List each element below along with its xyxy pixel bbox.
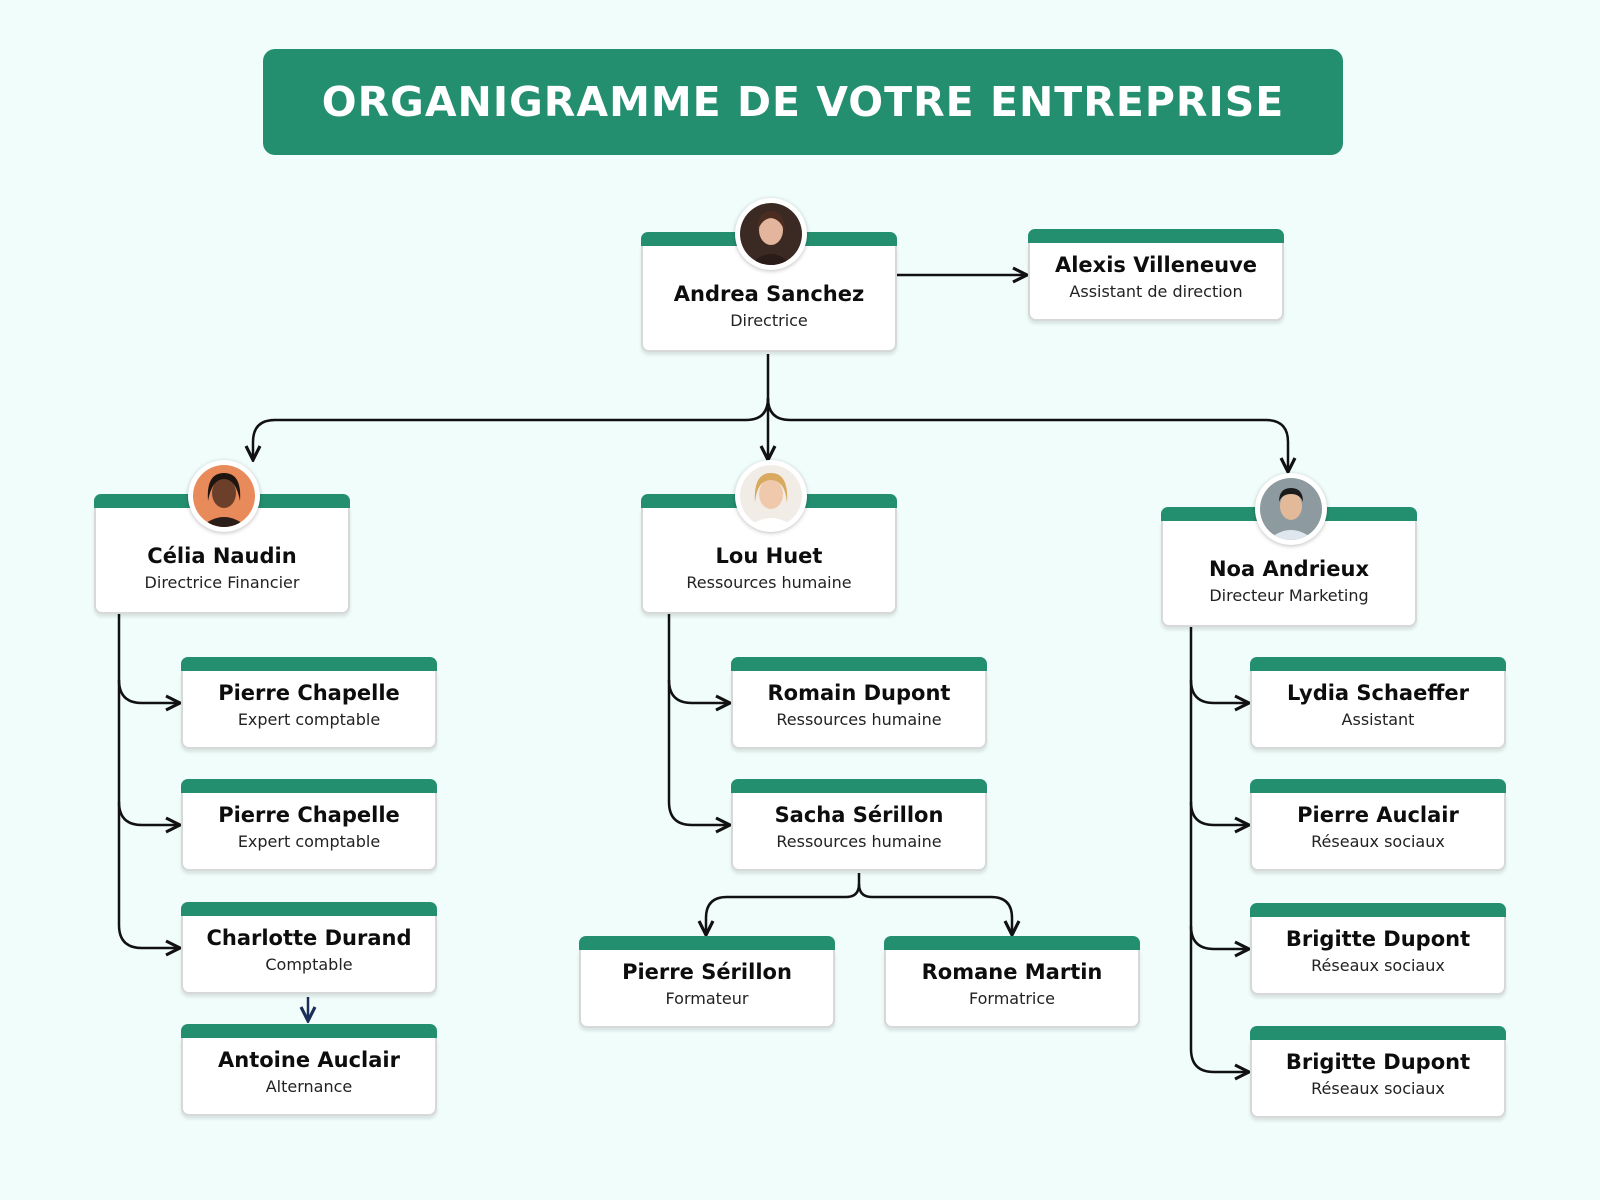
connector-finance-1 (117, 679, 180, 703)
card-marketing-head: Noa Andrieux Directeur Marketing (1161, 473, 1417, 627)
card-hr-member: Sacha Sérillon Ressources humaine (731, 779, 987, 871)
page-title: ORGANIGRAMME DE VOTRE ENTREPRISE (321, 78, 1285, 126)
card-hr-member: Romain Dupont Ressources humaine (731, 657, 987, 749)
connector-hr-1 (667, 679, 730, 703)
member-role: Réseaux sociaux (1311, 1079, 1445, 1098)
member-name: Brigitte Dupont (1285, 927, 1471, 951)
member-role: Réseaux sociaux (1311, 956, 1445, 975)
member-name: Lydia Schaeffer (1287, 681, 1469, 705)
member-name: Pierre Chapelle (218, 803, 400, 827)
card-finance-head: Célia Naudin Directrice Financier (94, 460, 350, 614)
member-role: Ressources humaine (776, 710, 942, 729)
marketing-head-name: Noa Andrieux (1208, 557, 1369, 581)
card-assistant: Alexis Villeneuve Assistant de direction (1028, 229, 1284, 321)
member-role: Formateur (665, 989, 749, 1008)
member-name: Romane Martin (921, 960, 1103, 984)
assistant-role: Assistant de direction (1069, 282, 1243, 301)
card-ceo: Andrea Sanchez Directrice (641, 198, 897, 352)
member-role: Formatrice (968, 989, 1056, 1008)
member-role: Expert comptable (237, 710, 381, 729)
marketing-head-role: Directeur Marketing (1209, 586, 1369, 605)
member-role: Comptable (265, 955, 353, 974)
man-portrait-avatar (1255, 473, 1327, 545)
member-role: Expert comptable (237, 832, 381, 851)
card-hr-sub: Romane Martin Formatrice (884, 936, 1140, 1028)
connector-finance-2 (117, 801, 180, 825)
ceo-name: Andrea Sanchez (673, 282, 865, 306)
finance-head-role: Directrice Financier (144, 573, 300, 592)
connector-ceo-marketing (766, 397, 1288, 472)
connector-hr-sub (706, 873, 861, 935)
title-banner: ORGANIGRAMME DE VOTRE ENTREPRISE (263, 49, 1343, 155)
connector-marketing-2 (1189, 801, 1249, 825)
card-marketing-member: Lydia Schaeffer Assistant (1250, 657, 1506, 749)
card-finance-member: Pierre Chapelle Expert comptable (181, 779, 437, 871)
woman-portrait-avatar (735, 198, 807, 270)
member-name: Brigitte Dupont (1285, 1050, 1471, 1074)
member-role: Ressources humaine (776, 832, 942, 851)
member-name: Pierre Sérillon (622, 960, 792, 984)
member-name: Sacha Sérillon (774, 803, 944, 827)
woman-portrait-avatar (188, 460, 260, 532)
member-role: Alternance (265, 1077, 353, 1096)
connector-marketing-1 (1189, 679, 1249, 703)
card-hr-head: Lou Huet Ressources humaine (641, 460, 897, 614)
ceo-role: Directrice (730, 311, 808, 330)
member-role: Réseaux sociaux (1311, 832, 1445, 851)
woman-portrait-avatar (735, 460, 807, 532)
connector-marketing-trunk (1189, 627, 1249, 1072)
card-marketing-member: Brigitte Dupont Réseaux sociaux (1250, 1026, 1506, 1118)
connector-ceo-finance (253, 354, 770, 460)
finance-head-name: Célia Naudin (147, 544, 297, 568)
card-finance-member: Pierre Chapelle Expert comptable (181, 657, 437, 749)
member-name: Charlotte Durand (206, 926, 412, 950)
member-name: Pierre Chapelle (218, 681, 400, 705)
card-marketing-member: Pierre Auclair Réseaux sociaux (1250, 779, 1506, 871)
card-hr-sub: Pierre Sérillon Formateur (579, 936, 835, 1028)
card-marketing-member: Brigitte Dupont Réseaux sociaux (1250, 903, 1506, 995)
card-finance-member: Charlotte Durand Comptable (181, 902, 437, 994)
card-finance-sub: Antoine Auclair Alternance (181, 1024, 437, 1116)
assistant-name: Alexis Villeneuve (1054, 253, 1258, 277)
member-name: Romain Dupont (767, 681, 951, 705)
member-name: Antoine Auclair (218, 1048, 400, 1072)
member-name: Pierre Auclair (1297, 803, 1459, 827)
hr-head-name: Lou Huet (715, 544, 823, 568)
connector-hr-trunk (667, 614, 730, 825)
connector-hr-sub-2 (857, 883, 1012, 935)
connector-finance-trunk (117, 614, 180, 948)
member-role: Assistant (1341, 710, 1415, 729)
connector-marketing-3 (1189, 925, 1249, 949)
hr-head-role: Ressources humaine (686, 573, 852, 592)
